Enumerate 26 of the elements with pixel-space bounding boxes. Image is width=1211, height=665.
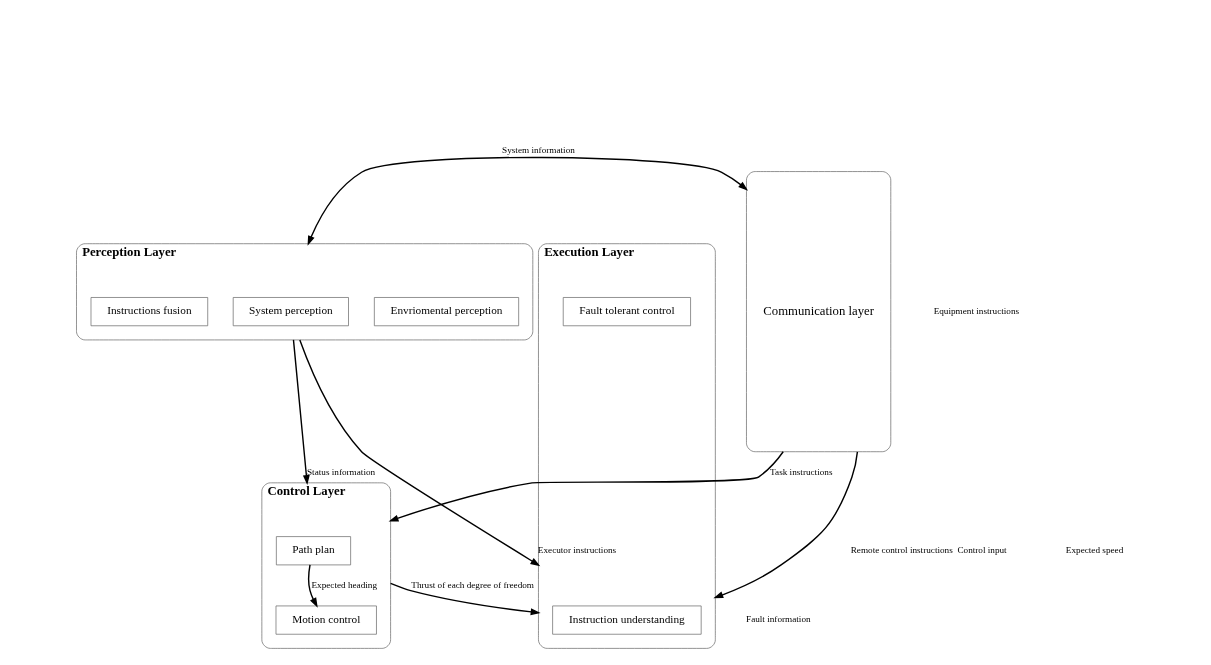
node-box: Envriomental perception — [373, 297, 519, 327]
edge-label: System information — [502, 145, 575, 156]
arrow — [713, 451, 859, 599]
edge-label: Status information — [307, 466, 376, 477]
label: Expected speed — [1065, 545, 1124, 556]
arrow — [299, 339, 541, 567]
arrow — [388, 451, 784, 522]
edge-label: Thrust of each degree of freedom — [411, 579, 535, 590]
node-box: Communication layer — [746, 171, 892, 453]
node-box: Fault tolerant control — [562, 297, 691, 327]
label: Equipment instructions — [933, 306, 1020, 317]
arrow — [307, 564, 318, 608]
edge-label: Task instructions — [770, 466, 833, 477]
node-box: Instruction understanding — [552, 605, 702, 635]
label: Fault information — [746, 614, 811, 625]
edge-label: Remote control instructions — [850, 545, 953, 556]
label: Control input — [957, 545, 1007, 556]
node-box: Instructions fusion — [90, 297, 209, 327]
edge-label: Executor instructions — [537, 545, 617, 556]
node-box: Path plan — [276, 536, 351, 566]
arrow — [307, 156, 749, 246]
node-box: System perception — [232, 297, 349, 327]
arrow — [389, 582, 541, 616]
edge-label: Expected heading — [311, 579, 378, 590]
node-box: Motion control — [275, 605, 377, 635]
arrow — [292, 339, 310, 485]
